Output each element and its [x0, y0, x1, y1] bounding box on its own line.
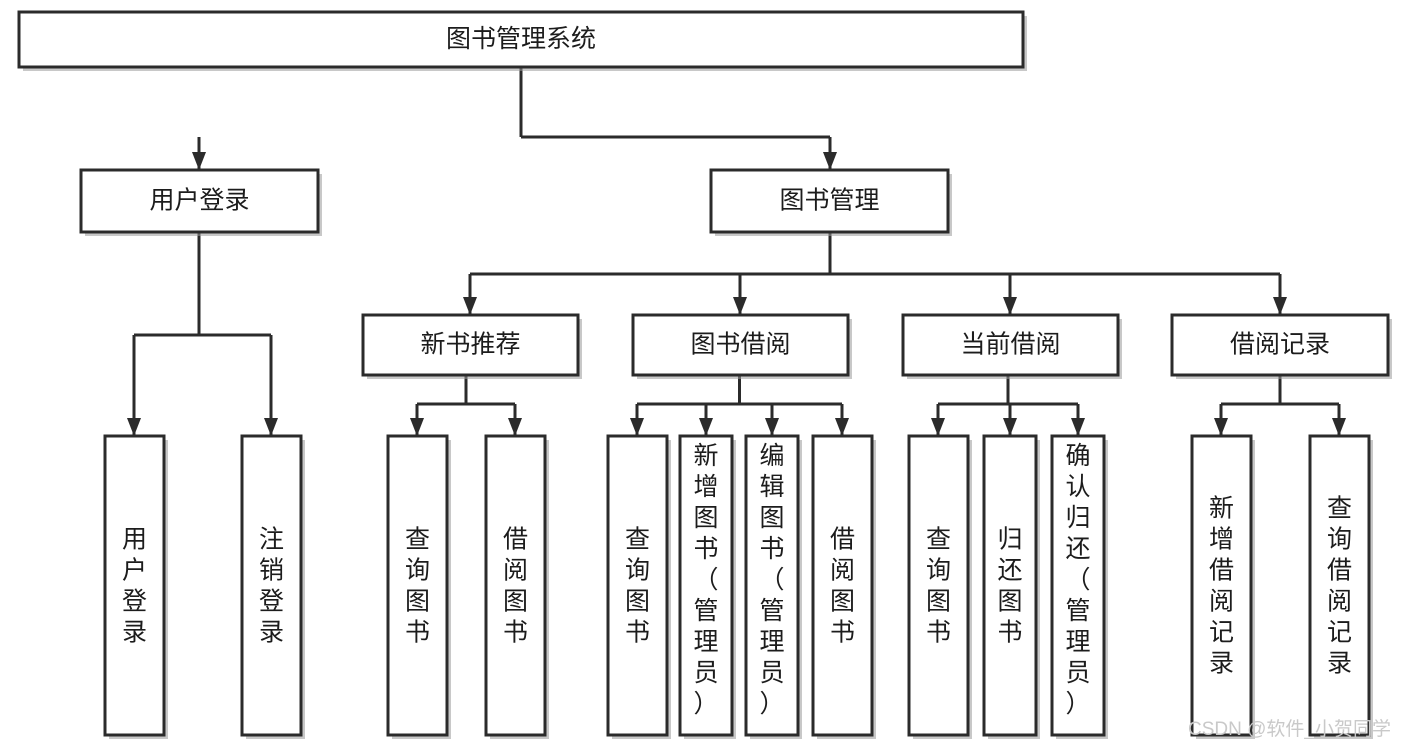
arrow-head-icon	[630, 418, 644, 436]
connector-bus-n2a	[127, 232, 278, 436]
node-l13[interactable]: 查询借阅记录	[1308, 434, 1373, 739]
arrow-head-icon	[1273, 297, 1287, 315]
node-box[interactable]	[709, 168, 950, 234]
node-n3b[interactable]: 图书借阅	[631, 313, 852, 379]
node-label: 用户登录	[122, 526, 147, 647]
node-box[interactable]	[1170, 313, 1390, 377]
node-label: 归还图书	[997, 526, 1022, 647]
watermark-label: CSDN @软件_小贺同学	[1188, 719, 1391, 740]
node-label: 图书管理系统	[446, 25, 596, 53]
node-l2[interactable]: 注销登录	[240, 434, 305, 739]
node-label: 图书管理	[779, 187, 879, 215]
node-label: 编辑图书（管理员）	[759, 442, 784, 718]
node-l5[interactable]: 查询图书	[606, 434, 671, 739]
node-label: 借阅图书	[830, 526, 855, 647]
node-box[interactable]	[907, 434, 970, 737]
node-label: 查询图书	[405, 526, 430, 647]
node-label: 查询借阅记录	[1327, 495, 1352, 678]
node-layer: 图书管理系统用户登录图书管理新书推荐图书借阅当前借阅借阅记录用户登录注销登录查询…	[17, 10, 1392, 739]
arrow-head-icon	[1003, 297, 1017, 315]
arrow-head-icon	[192, 152, 206, 170]
node-root[interactable]: 图书管理系统	[17, 10, 1027, 71]
node-l7[interactable]: 编辑图书（管理员）	[744, 434, 802, 739]
node-box[interactable]	[606, 434, 669, 737]
node-l12[interactable]: 新增借阅记录	[1190, 434, 1255, 739]
node-box[interactable]	[484, 434, 547, 737]
node-n3d[interactable]: 借阅记录	[1170, 313, 1392, 379]
node-l11[interactable]: 确认归还（管理员）	[1050, 434, 1108, 739]
arrow-head-icon	[508, 418, 522, 436]
arrow-head-icon	[264, 418, 278, 436]
node-box[interactable]	[1308, 434, 1371, 737]
arrow-head-icon	[410, 418, 424, 436]
node-box[interactable]	[982, 434, 1038, 737]
node-l1[interactable]: 用户登录	[103, 434, 168, 739]
node-l10[interactable]: 归还图书	[982, 434, 1040, 739]
node-label: 新增借阅记录	[1209, 495, 1234, 678]
node-n2b[interactable]: 图书管理	[709, 168, 952, 236]
node-label: 查询图书	[926, 526, 951, 647]
node-n3c[interactable]: 当前借阅	[901, 313, 1122, 379]
node-box[interactable]	[386, 434, 449, 737]
arrow-head-icon	[765, 418, 779, 436]
node-box[interactable]	[744, 434, 800, 737]
arrow-head-icon	[127, 418, 141, 436]
node-label: 确认归还（管理员）	[1065, 442, 1090, 718]
connector-layer	[127, 67, 1346, 436]
node-l6[interactable]: 新增图书（管理员）	[678, 434, 736, 739]
node-box[interactable]	[1190, 434, 1253, 737]
node-box[interactable]	[103, 434, 166, 737]
node-label: 新增图书（管理员）	[693, 442, 718, 718]
node-label: 借阅图书	[503, 526, 528, 647]
node-box[interactable]	[240, 434, 303, 737]
arrow-head-icon	[1214, 418, 1228, 436]
node-label: 当前借阅	[960, 331, 1060, 359]
node-box[interactable]	[17, 10, 1025, 69]
arrow-head-icon	[823, 152, 837, 170]
node-l8[interactable]: 借阅图书	[811, 434, 876, 739]
arrow-head-icon	[835, 418, 849, 436]
node-box[interactable]	[811, 434, 874, 737]
connector-bus-n2b	[463, 232, 1287, 315]
node-label: 新书推荐	[420, 331, 520, 359]
node-box[interactable]	[631, 313, 850, 377]
arrow-head-icon	[733, 297, 747, 315]
node-label: 查询图书	[625, 526, 650, 647]
arrow-head-icon	[699, 418, 713, 436]
arrow-head-icon	[931, 418, 945, 436]
node-l4[interactable]: 借阅图书	[484, 434, 549, 739]
node-label: 图书借阅	[690, 331, 790, 359]
arrow-head-icon	[1332, 418, 1346, 436]
connector-bus-n3a	[410, 375, 522, 436]
node-box[interactable]	[361, 313, 580, 377]
node-l3[interactable]: 查询图书	[386, 434, 451, 739]
node-label: 借阅记录	[1230, 331, 1330, 359]
connector-bus-n3d	[1214, 375, 1346, 436]
node-box[interactable]	[901, 313, 1120, 377]
arrow-head-icon	[1071, 418, 1085, 436]
connector-bus-n3c	[931, 375, 1085, 436]
node-box[interactable]	[79, 168, 320, 234]
node-label: 注销登录	[259, 526, 284, 647]
node-n3a[interactable]: 新书推荐	[361, 313, 582, 379]
arrow-head-icon	[463, 297, 477, 315]
node-label: 用户登录	[149, 187, 249, 215]
node-box[interactable]	[1050, 434, 1106, 737]
node-n2a[interactable]: 用户登录	[79, 168, 322, 236]
connector-bus-n3b	[630, 375, 849, 436]
node-l9[interactable]: 查询图书	[907, 434, 972, 739]
node-box[interactable]	[678, 434, 734, 737]
arrow-head-icon	[1003, 418, 1017, 436]
connector-bus-root	[192, 67, 837, 170]
